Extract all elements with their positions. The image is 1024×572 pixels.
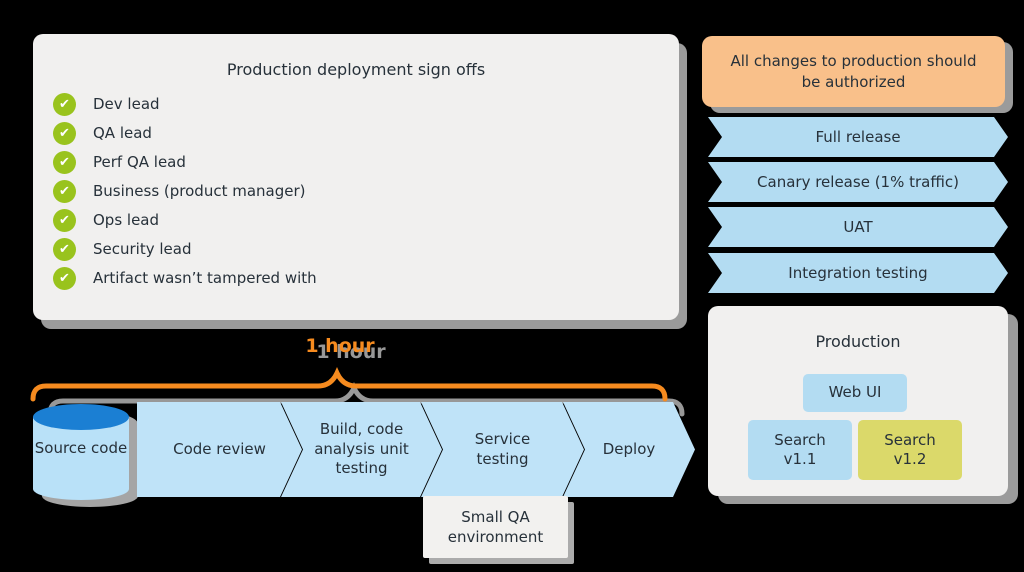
signoff-item: ✔ Perf QA lead [53,150,186,174]
signoff-panel: Production deployment sign offs ✔ Dev le… [33,34,679,320]
source-code-store: Source code [33,404,129,500]
signoff-item-label: Dev lead [93,95,160,113]
signoff-item-label: Perf QA lead [93,153,186,171]
source-code-label: Source code [34,439,128,457]
signoff-item-label: QA lead [93,124,152,142]
pipeline-duration-label: 1 hour [305,335,375,357]
check-icon: ✔ [53,92,76,116]
check-icon: ✔ [53,150,76,174]
check-icon: ✔ [53,179,76,203]
database-icon [33,404,129,430]
check-icon: ✔ [53,121,76,145]
search-v11-box: Search v1.1 [748,420,852,480]
duration-brace [30,367,685,417]
check-icon: ✔ [53,266,76,290]
signoff-item: ✔ Business (product manager) [53,179,306,203]
signoff-item: ✔ Artifact wasn’t tampered with [53,266,317,290]
signoff-item: ✔ Ops lead [53,208,159,232]
signoff-item-label: Ops lead [93,211,160,229]
release-stage-integration-testing: Integration testing [708,253,1008,293]
check-icon: ✔ [53,208,76,232]
production-panel: Production Web UI Search v1.1 Search v1.… [708,306,1008,496]
signoff-item-label: Security lead [93,240,192,258]
release-stage-full-release: Full release [708,117,1008,157]
authorization-note: All changes to production should be auth… [702,36,1005,107]
search-v12-box: Search v1.2 [858,420,962,480]
check-icon: ✔ [53,237,76,261]
cylinder-body [33,417,129,500]
signoff-item: ✔ QA lead [53,121,152,145]
signoff-item-label: Artifact wasn’t tampered with [93,269,317,287]
qa-environment-box: Small QA environment [423,496,568,558]
stage-deploy: Deploy [563,402,695,497]
signoff-item: ✔ Security lead [53,237,191,261]
production-panel-title: Production [815,332,901,351]
release-stage-uat: UAT [708,207,1008,247]
signoff-panel-title: Production deployment sign offs [226,60,486,79]
signoff-item-label: Business (product manager) [93,182,306,200]
stage-build-test: Build, code analysis unit testing [281,402,442,497]
stage-service-testing: Service testing [421,402,584,497]
signoff-item: ✔ Dev lead [53,92,160,116]
stage-code-review: Code review [137,402,302,497]
web-ui-box: Web UI [803,374,907,412]
release-stage-canary: Canary release (1% traffic) [708,162,1008,202]
